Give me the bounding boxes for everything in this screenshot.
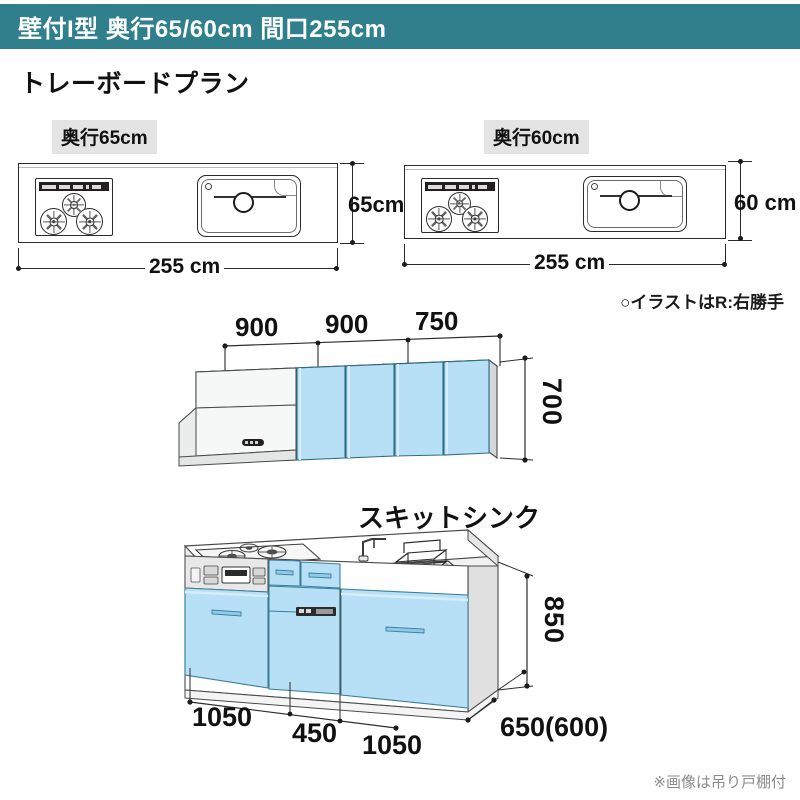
cooktop-plan-65 — [35, 178, 113, 236]
depth-chip-right: 奥行60cm — [484, 120, 589, 154]
dim-line-left65-depth — [352, 165, 354, 241]
dim-label-lower-depth: 650(600) — [500, 712, 609, 742]
dim-dot-left65-depth-b — [350, 240, 355, 245]
burner-front-right — [76, 208, 103, 235]
sink-drain-icon — [232, 192, 254, 213]
cooktop-control-strip-icon — [39, 182, 109, 191]
sink-plan-65 — [197, 175, 301, 237]
burner-rear — [62, 193, 86, 217]
dim-tick-right60-end — [725, 244, 727, 266]
cooktop-plan-60 — [421, 178, 499, 233]
dim-dot-left65-b — [334, 266, 339, 271]
page-title: 壁付I型 奥行65/60cm 間口255cm — [18, 16, 387, 43]
dim-dot-right60-b — [722, 262, 727, 267]
plan-subtitle: トレーボードプラン — [20, 70, 250, 98]
sink-plan-60 — [583, 176, 687, 232]
lower-cabinet-group: 850 1050 450 1050 650(600) — [0, 490, 800, 800]
dim-label-upper-height: 700 — [537, 378, 567, 427]
dim-dot-left65-depth-a — [350, 161, 355, 166]
dim-label-right60-width: 255 cm — [530, 251, 610, 275]
plan-view-depth65 — [18, 163, 338, 243]
dim-label-upper-seg-1: 900 — [235, 312, 279, 342]
plan-view-depth60 — [404, 165, 726, 239]
sink-callout-label: スキットシンク — [358, 503, 541, 533]
dim-label-upper-seg-2: 900 — [325, 309, 369, 339]
dim-tick-left65-start — [18, 248, 20, 270]
dim-tick-right60-start — [404, 244, 406, 266]
dim-line-right60-depth — [740, 163, 742, 238]
dim-label-lower-seg-1: 1050 — [192, 702, 253, 732]
lower-cabinet-drawing — [183, 528, 534, 731]
sink-overflow-hole-icon-2 — [591, 182, 599, 190]
upper-cabinet-drawing — [178, 333, 534, 467]
sink-corner-notch — [274, 180, 296, 196]
sink-bowl-2 — [587, 180, 683, 228]
countertop-edge-line — [19, 167, 337, 168]
dim-label-left65-depth: 65cm — [348, 192, 405, 217]
title-band: 壁付I型 奥行65/60cm 間口255cm — [0, 4, 800, 49]
dim-tick-left65-end — [337, 248, 339, 270]
burner-front-right-2 — [462, 206, 488, 232]
countertop-edge-line-2 — [405, 169, 725, 170]
dim-dot-right60-depth-b — [738, 236, 743, 241]
cooktop-control-strip-icon-2 — [425, 182, 495, 191]
burner-front-left — [40, 208, 67, 235]
sink-bowl — [201, 179, 297, 233]
dim-label-lower-height: 850 — [539, 596, 569, 645]
dim-label-lower-seg-2: 450 — [292, 718, 338, 748]
dim-dot-left65-a — [16, 266, 21, 271]
footer-note: ※画像は吊り戸棚付 — [653, 774, 786, 791]
upper-cabinet-group: 900 900 750 700 — [0, 300, 800, 490]
dim-label-left65-width: 255 cm — [145, 255, 225, 279]
dim-dot-right60-depth-a — [738, 159, 743, 164]
burner-front-left-2 — [426, 206, 452, 232]
dim-dot-right60-a — [402, 262, 407, 267]
sink-drain-icon-2 — [618, 190, 640, 211]
handing-note: ○イラストはR:右勝手 — [620, 293, 784, 312]
sink-overflow-hole-icon — [205, 182, 213, 190]
dim-label-lower-seg-3: 1050 — [362, 730, 423, 760]
dim-label-upper-seg-3: 750 — [415, 306, 459, 336]
depth-chip-left: 奥行65cm — [52, 120, 157, 154]
dim-label-right60-depth: 60 cm — [734, 190, 797, 215]
